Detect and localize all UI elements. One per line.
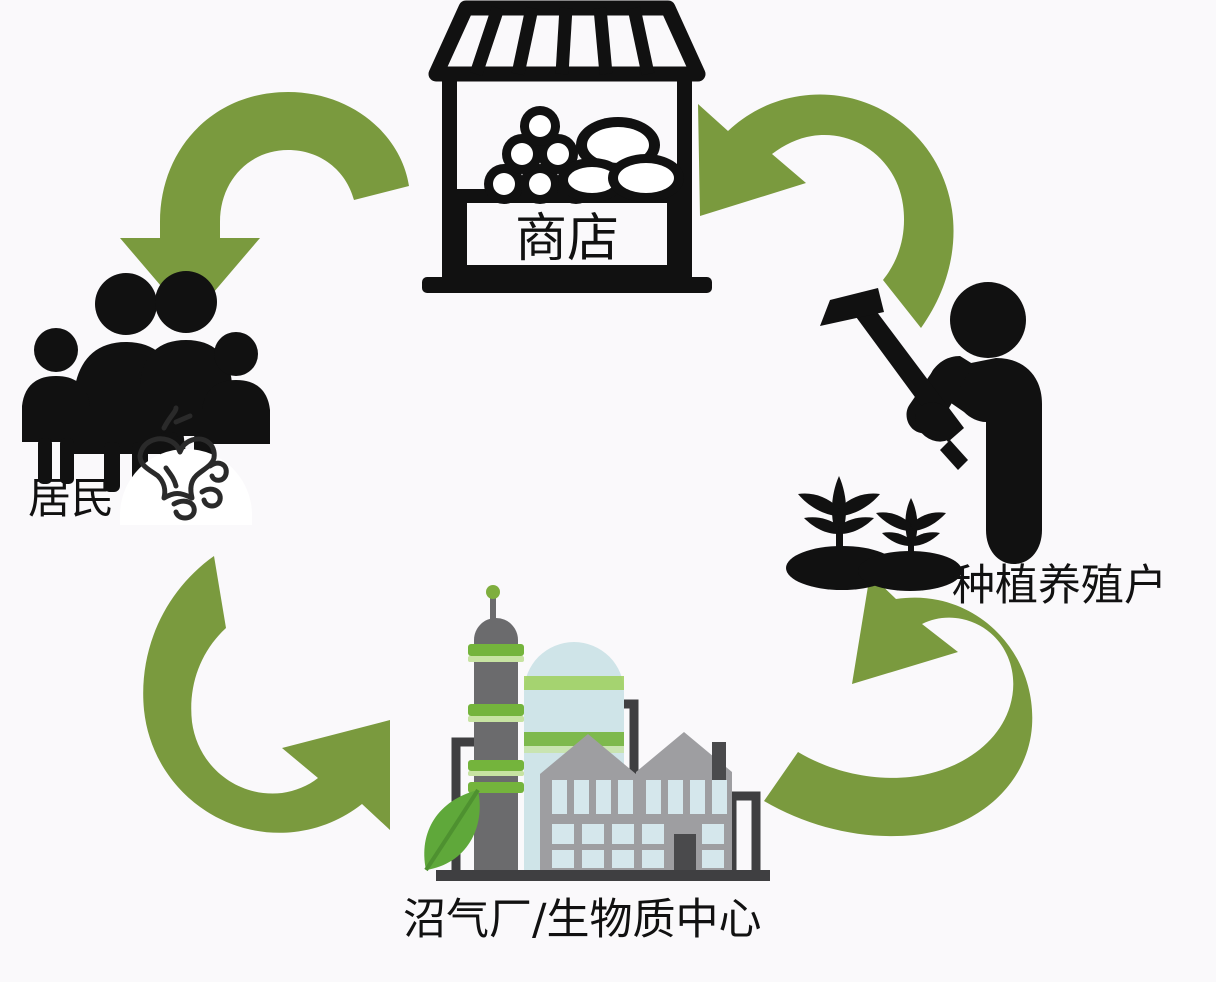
plant-node (412, 582, 794, 898)
plant-tower (468, 585, 524, 872)
store-base (422, 277, 712, 293)
store-awning-icon (428, 0, 706, 82)
farmer-with-hoe-icon (820, 282, 1042, 564)
arrow-store-to-residents (118, 82, 418, 322)
plant-label: 沼气厂/生物质中心 (403, 895, 762, 945)
store-node: 商店 (414, 0, 720, 302)
plant-building (540, 732, 732, 872)
residents-label: 居民 (28, 474, 114, 524)
apple-core-food-waste-icon (118, 400, 253, 525)
store-produce-melons-icon (558, 117, 684, 202)
arrow-farmer-to-store (690, 88, 960, 333)
crops-on-soil-icon (786, 468, 962, 591)
farmer-node (818, 282, 1068, 582)
green-leaf-icon (424, 788, 480, 872)
arrow-plant-to-farmer (752, 556, 1033, 837)
farmer-label: 种植养殖户 (952, 561, 1167, 611)
arrow-residents-to-plant (134, 548, 396, 848)
store-sign-label: 商店 (515, 209, 619, 269)
plant-ground (436, 870, 770, 881)
